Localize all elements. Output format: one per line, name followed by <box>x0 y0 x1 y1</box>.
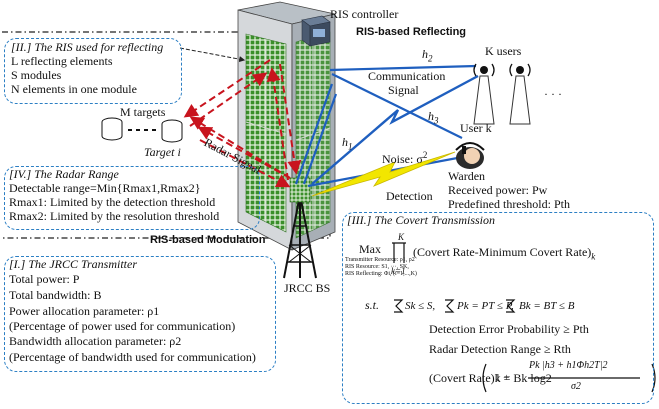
user-k-label: User k <box>460 121 492 135</box>
jrcc-box-line-3: Power allocation parameter: ρ1 <box>9 304 160 318</box>
ris-reflecting-label: RIS-based Reflecting <box>356 26 467 38</box>
ris-region-outline <box>2 31 331 239</box>
comm-signal-label-2: Signal <box>388 83 419 97</box>
covert-prod-bottom: k=1 <box>391 266 406 276</box>
covert-st: s.t. <box>365 298 380 312</box>
predefined-threshold-label: Predefined threshold: Pth <box>448 197 570 211</box>
ris-box-line-1: L reflecting elements <box>11 54 113 68</box>
ris-info-box: [II.] The RIS used for reflecting L refl… <box>4 38 182 104</box>
covert-rate-denominator: σ2 <box>571 381 581 392</box>
covert-max-sub-2: RIS Resource: S1, ···, SK, <box>345 264 409 270</box>
jrcc-transmitter-box: [I.] The JRCC Transmitter Total power: P… <box>4 256 276 372</box>
radar-box-line-3: Rmax2: Limited by the resolution thresho… <box>9 209 220 223</box>
tower-ris-panel <box>289 177 311 203</box>
ris-box-line-3: N elements in one module <box>11 82 137 96</box>
covert-max-sub-3: RIS Reflecting: Φi, (i=1,...,K) <box>345 271 417 277</box>
comm-signal-label-1: Communication <box>368 69 446 83</box>
m-targets-label: M targets <box>120 105 166 119</box>
covert-constraint-4: Detection Error Probability ≥ Pth <box>429 322 589 336</box>
covert-prod-top: K <box>398 232 405 242</box>
detection-bolt <box>311 151 456 197</box>
jrcc-box-title: [I.] The JRCC Transmitter <box>9 257 138 271</box>
warden-label: Warden <box>448 169 486 183</box>
covert-rate-one: 1 + <box>495 372 510 384</box>
users-dots: · · · <box>544 87 562 101</box>
ris-box-title: [II.] The RIS used for reflecting <box>11 40 164 54</box>
covert-max-label: Max <box>359 242 381 256</box>
jrcc-tower <box>283 199 317 279</box>
jrcc-box-line-5: Bandwidth allocation parameter: ρ2 <box>9 334 182 348</box>
radar-box-line-2: Rmax1: Limited by the detection threshol… <box>9 195 216 209</box>
user-antenna-1 <box>473 63 495 125</box>
jrcc-box-line-4: (Percentage of power used for communicat… <box>9 319 236 333</box>
ris-controller-label: RIS controller <box>330 7 399 21</box>
detection-label: Detection <box>386 189 433 203</box>
radar-signal-arrows <box>183 59 302 188</box>
covert-rate-numerator: Pk |h3 + h1Φh2T|2 <box>529 360 608 371</box>
noise-label: Noise: σ2 <box>382 150 428 166</box>
covert-box-title: [III.] The Covert Transmission <box>347 213 496 227</box>
k-users-label: K users <box>485 44 522 58</box>
h1-label: h1 <box>342 135 353 152</box>
radar-box-line-1: Detectable range=Min{Rmax1,Rmax2} <box>9 181 201 195</box>
covert-transmission-box: [III.] The Covert Transmission Max Trans… <box>342 212 654 404</box>
h3-label: h3 <box>428 109 439 126</box>
covert-rate-lhs: (Covert Rate)k = Bk log2 <box>429 371 552 385</box>
target-cylinder-1 <box>101 117 123 141</box>
target-i-label: Target i <box>144 145 181 159</box>
ris-modulation-label: RIS-based Modulation <box>150 234 266 246</box>
h2-label: h2 <box>422 47 433 64</box>
warden-figure <box>455 142 485 169</box>
user-antenna-2 <box>509 63 531 125</box>
ris-box-line-2: S modules <box>11 68 62 82</box>
radar-range-box: [IV.] The Radar Range Detectable range=M… <box>4 166 260 230</box>
jrcc-box-line-1: Total power: P <box>9 272 80 286</box>
jrcc-box-line-2: Total bandwidth: B <box>9 288 102 302</box>
covert-constraint-2: Pk = PT ≤ P, <box>457 300 514 312</box>
ris-pointer-arrow <box>179 47 246 63</box>
covert-max-sub-1: Transmitter Resource: ρ1, ρ2 <box>345 257 415 263</box>
covert-constraint-1: Sk ≤ S, <box>405 300 436 312</box>
target-cylinder-2 <box>161 119 183 143</box>
jrcc-box-line-6: (Percentage of bandwidth used for commun… <box>9 350 256 364</box>
covert-objective: (Covert Rate-Minimum Covert Rate)k <box>413 245 596 262</box>
jrcc-bs-label: JRCC BS <box>284 281 331 295</box>
formula-symbols <box>392 242 656 393</box>
ris-controller-device <box>301 15 331 47</box>
covert-constraint-3: Bk = BT ≤ B <box>519 300 575 312</box>
covert-constraint-5: Radar Detection Range ≥ Rth <box>429 342 571 356</box>
channel-lines <box>294 64 479 188</box>
received-power-label: Received power: Pw <box>448 183 548 197</box>
radar-box-title: [IV.] The Radar Range <box>9 167 119 181</box>
